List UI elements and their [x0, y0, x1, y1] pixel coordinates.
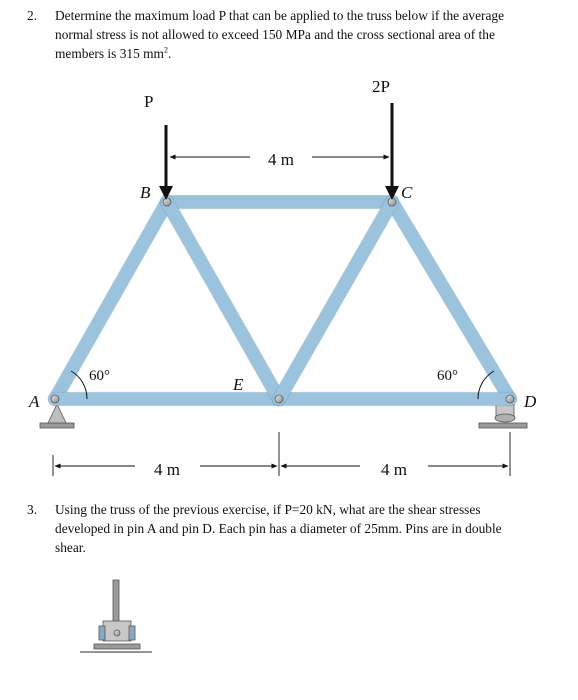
problem-2-line-3-end: . [167, 46, 172, 61]
bottom-dimension-label-left: 4 m [154, 460, 180, 479]
joint-label-a: A [28, 392, 40, 411]
load-label-p: P [144, 92, 153, 111]
problem-2-line-1: Determine the maximum load P that can be… [55, 8, 505, 23]
problem-3-line-3: shear. [55, 540, 86, 555]
problem-3-line-1: Using the truss of the previous exercise… [55, 502, 481, 517]
member-ab [48, 195, 174, 406]
angle-label-left: 60° [89, 368, 110, 384]
problem-2-line-3-superscript: 2 [163, 45, 168, 55]
bottom-dimension-lines [52, 432, 511, 476]
problem-2-line-2: normal stress is not allowed to exceed 1… [55, 27, 495, 42]
problem-2-number: 2. [27, 8, 38, 23]
angle-arc-left [70, 370, 88, 400]
problem-3-line-2: developed in pin A and pin D. Each pin h… [55, 521, 502, 536]
pin-detail-drawing [80, 579, 152, 653]
member-be [160, 195, 286, 406]
top-dimension-label: 4 m [268, 150, 294, 169]
truss-members [48, 195, 517, 406]
problem-3-number: 3. [27, 502, 38, 517]
pin-d [505, 394, 515, 404]
pin-b [162, 197, 172, 207]
bottom-dimension-label-right: 4 m [381, 460, 407, 479]
joint-label-b: B [140, 183, 151, 202]
member-cd [385, 195, 517, 406]
joint-label-e: E [232, 375, 244, 394]
pin-e [274, 394, 284, 404]
angle-label-right: 60° [437, 368, 458, 384]
joint-label-c: C [401, 183, 413, 202]
member-ec [272, 195, 399, 406]
roller-support-d [478, 401, 528, 429]
load-arrow-p [159, 125, 173, 200]
problem-2-line-3: members is 315 mm2. [55, 44, 171, 63]
joint-label-d: D [523, 392, 537, 411]
angle-arc-right [477, 370, 495, 400]
pin-a [50, 394, 60, 404]
load-arrow-2p [385, 103, 399, 200]
problem-2-line-3-main: members is 315 mm [55, 46, 164, 61]
load-label-2p: 2P [372, 77, 390, 96]
pin-support-a [39, 403, 75, 429]
